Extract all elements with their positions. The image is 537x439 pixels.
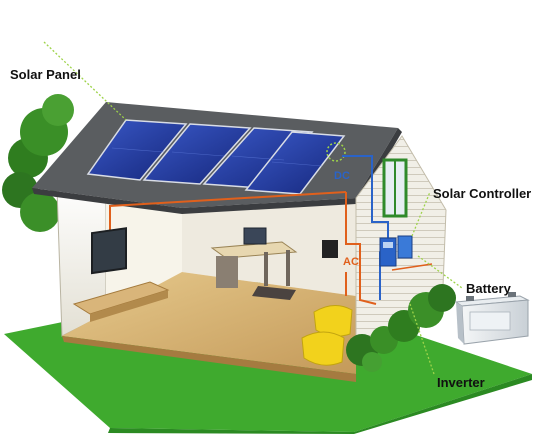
- roof-eave: [32, 188, 356, 214]
- grass-edge: [108, 374, 532, 434]
- interior-controller: [322, 240, 338, 258]
- floor-front-edge: [62, 336, 356, 382]
- battery: [454, 292, 530, 345]
- armchairs: [301, 305, 353, 366]
- inverter-label: Inverter: [437, 375, 485, 390]
- interior-back-wall: [106, 182, 182, 314]
- solar-controller-label: Solar Controller: [433, 186, 532, 201]
- solar-array: [86, 119, 346, 195]
- dc-wire-label: DC: [334, 170, 350, 182]
- leader-lines: [43, 41, 463, 375]
- battery-label: Battery: [466, 281, 511, 296]
- solar-panel-label: Solar Panel: [10, 67, 81, 82]
- ac-wire-label: AC: [343, 256, 359, 268]
- inverter-box: [397, 235, 413, 259]
- bushes-right: [346, 284, 456, 372]
- wiring: [109, 155, 433, 305]
- junction-highlight: [326, 142, 346, 162]
- desk: [210, 227, 298, 300]
- tv: [91, 227, 127, 275]
